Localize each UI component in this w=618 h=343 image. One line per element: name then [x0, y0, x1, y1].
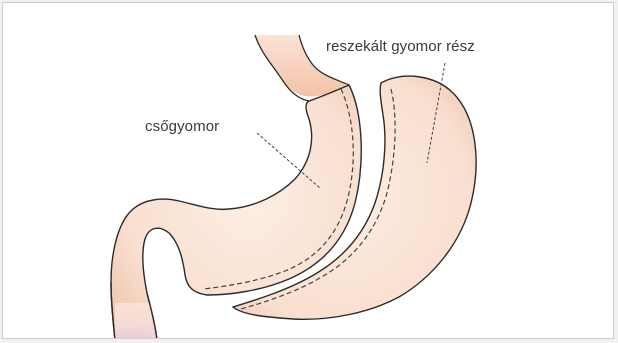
stomach-diagram: [3, 3, 614, 339]
label-sleeve-stomach: csőgyomor: [145, 118, 219, 135]
diagram-frame: csőgyomor reszekált gyomor rész: [2, 2, 614, 339]
label-resected-part: reszekált gyomor rész: [326, 38, 475, 55]
